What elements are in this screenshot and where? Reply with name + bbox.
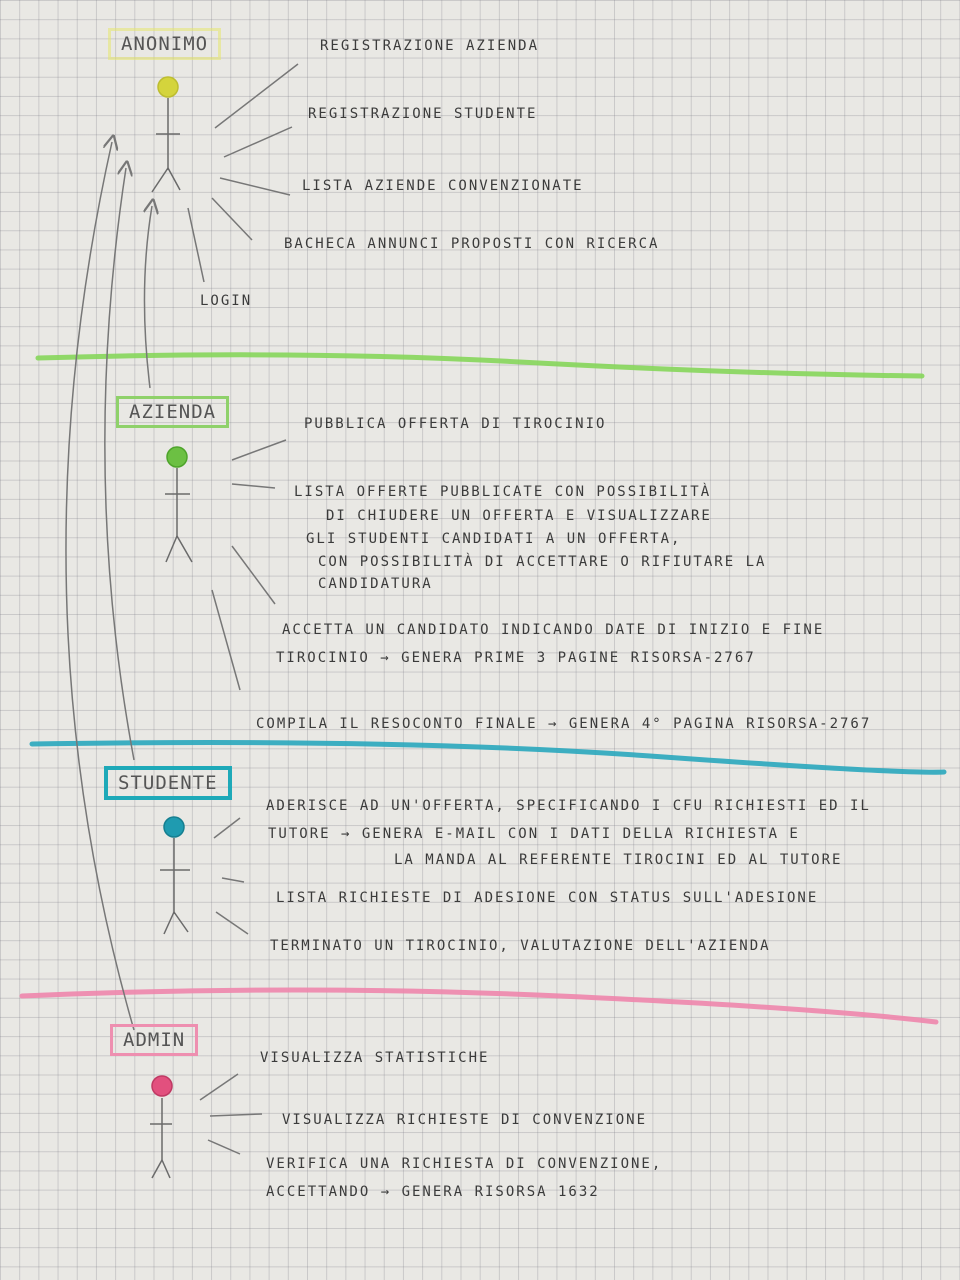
role-label-azienda: AZIENDA [116, 396, 230, 428]
usecase-lista-offerte-line5: CANDIDATURA [318, 576, 433, 592]
usecase-visualizza-statistiche: VISUALIZZA STATISTICHE [260, 1050, 490, 1066]
separator-blue [29, 740, 947, 775]
usecase-registrazione-azienda: REGISTRAZIONE AZIENDA [320, 38, 540, 54]
usecase-aderisce-offerta-line1: ADERISCE AD UN'OFFERTA, SPECIFICANDO I C… [266, 798, 871, 814]
generalization-arrows [65, 142, 152, 1031]
azienda-association-lines [211, 439, 287, 691]
usecase-lista-aziende: LISTA AZIENDE CONVENZIONATE [302, 178, 584, 194]
usecase-lista-offerte-line4: CON POSSIBILITÀ DI ACCETTARE O RIFIUTARE… [318, 554, 767, 570]
usecase-pubblica-offerta: PUBBLICA OFFERTA DI TIROCINIO [304, 416, 607, 432]
usecase-registrazione-studente: REGISTRAZIONE STUDENTE [308, 106, 538, 122]
actor-studente-figure [160, 816, 190, 935]
studente-association-lines [213, 817, 249, 935]
usecase-verifica-richiesta-line2: ACCETTANDO → GENERA RISORSA 1632 [266, 1184, 600, 1200]
usecase-lista-offerte-line1: LISTA OFFERTE PUBBLICATE CON POSSIBILITÀ [294, 484, 712, 500]
usecase-aderisce-offerta-line3: LA MANDA AL REFERENTE TIROCINI ED AL TUT… [394, 852, 843, 868]
role-label-admin: ADMIN [110, 1024, 199, 1056]
anonimo-association-lines [187, 63, 299, 283]
arrow-studente-to-anonimo [104, 168, 135, 761]
actor-anonimo-figure [151, 76, 181, 193]
usecase-bacheca-annunci: BACHECA ANNUNCI PROPOSTI CON RICERCA [284, 236, 660, 252]
role-label-studente: STUDENTE [104, 766, 232, 800]
usecase-compila-resoconto: COMPILA IL RESOCONTO FINALE → GENERA 4° … [256, 716, 872, 732]
usecase-lista-offerte-line3: GLI STUDENTI CANDIDATI A UN OFFERTA, [306, 531, 682, 547]
arrow-admin-to-anonimo [65, 142, 135, 1031]
admin-association-lines [199, 1073, 263, 1155]
usecase-lista-offerte-line2: DI CHIUDERE UN OFFERTA E VISUALIZZARE [326, 508, 712, 524]
usecase-aderisce-offerta-line2: TUTORE → GENERA E-MAIL CON I DATI DELLA … [268, 826, 800, 842]
role-label-anonimo: ANONIMO [108, 28, 222, 60]
usecase-lista-richieste-adesione: LISTA RICHIESTE DI ADESIONE CON STATUS S… [276, 890, 819, 906]
usecase-valutazione-azienda: TERMINATO UN TIROCINIO, VALUTAZIONE DELL… [270, 938, 771, 954]
usecase-accetta-candidato-line1: ACCETTA UN CANDIDATO INDICANDO DATE DI I… [282, 622, 825, 638]
separator-pink [19, 987, 939, 1025]
usecase-visualizza-richieste-convenzione: VISUALIZZA RICHIESTE DI CONVENZIONE [282, 1112, 648, 1128]
usecase-login: LOGIN [200, 293, 253, 309]
usecase-verifica-richiesta-line1: VERIFICA UNA RICHIESTA DI CONVENZIONE, [266, 1156, 663, 1172]
arrow-azienda-to-anonimo [144, 206, 152, 389]
separator-green [35, 352, 925, 379]
actor-admin-figure [150, 1075, 173, 1179]
actor-azienda-figure [165, 446, 193, 563]
usecase-accetta-candidato-line2: TIROCINIO → GENERA PRIME 3 PAGINE RISORS… [276, 650, 756, 666]
